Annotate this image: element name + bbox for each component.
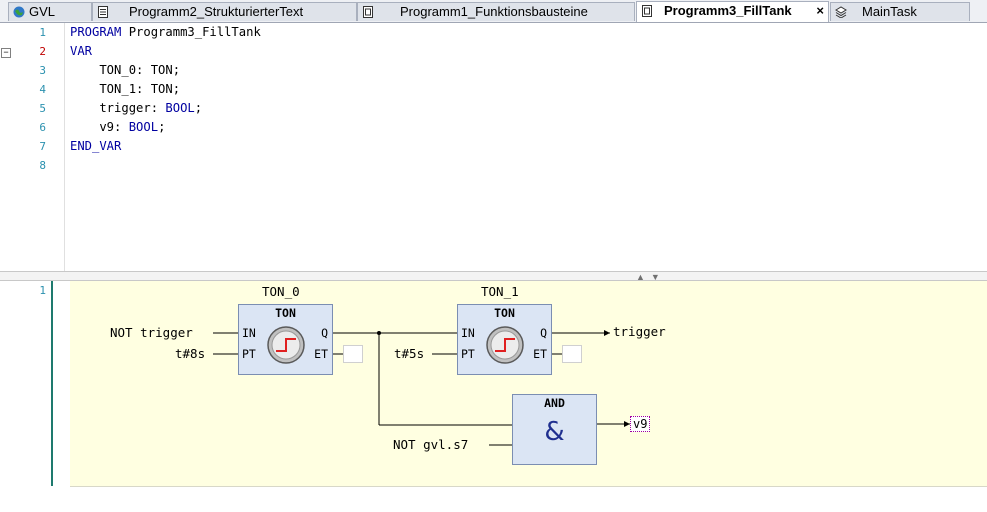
- code-text: TON_0: TON;: [70, 63, 181, 77]
- tab-label: Programm2_StrukturierterText: [129, 4, 304, 19]
- ton0-instance-name[interactable]: TON_0: [262, 284, 300, 299]
- line-number: 3: [39, 64, 46, 77]
- tab-label: Programm1_Funktionsbausteine: [400, 4, 588, 19]
- tab-programm2[interactable]: Programm2_StrukturierterText: [92, 2, 357, 21]
- code-text: TON_1: TON;: [70, 82, 181, 96]
- tab-programm3-filltank[interactable]: Programm3_FillTank ×: [636, 1, 829, 22]
- program-icon: [363, 6, 373, 18]
- globe-icon: [13, 6, 25, 18]
- code-text: Programm3_FillTank: [121, 25, 261, 39]
- keyword: VAR: [70, 44, 93, 58]
- pin-in: IN: [242, 326, 256, 340]
- ton0-in-variable[interactable]: NOT trigger: [110, 325, 193, 340]
- line-number: 6: [39, 121, 46, 134]
- line-number: 7: [39, 140, 46, 153]
- keyword: BOOL: [128, 120, 159, 134]
- code-text: trigger:: [70, 101, 166, 115]
- tab-label: GVL: [29, 4, 56, 19]
- code-text: v9:: [70, 120, 129, 134]
- splitter-arrows-icon[interactable]: ▲▼: [636, 272, 666, 282]
- ton1-q-variable[interactable]: trigger: [613, 324, 666, 339]
- keyword: BOOL: [165, 101, 195, 115]
- pin-in: IN: [461, 326, 475, 340]
- pin-pt: PT: [242, 347, 256, 361]
- program-icon: [642, 5, 652, 17]
- code-line-7[interactable]: END_VAR: [70, 139, 121, 153]
- tab-gvl[interactable]: GVL: [8, 2, 92, 21]
- code-line-6[interactable]: v9: BOOL;: [70, 120, 165, 134]
- declaration-editor[interactable]: − 1 2 3 4 5 6 7 8 PROGRAM Programm3_Fill…: [0, 23, 987, 271]
- line-number: 1: [39, 26, 46, 39]
- ton1-block[interactable]: TON IN PT Q ET: [457, 304, 552, 375]
- ton0-pt-variable[interactable]: t#8s: [175, 346, 206, 361]
- ton0-block[interactable]: TON IN PT Q ET: [238, 304, 333, 375]
- tab-programm1[interactable]: Programm1_Funktionsbausteine: [357, 2, 635, 21]
- keyword: PROGRAM: [70, 25, 122, 39]
- and-output-variable[interactable]: v9: [630, 416, 651, 432]
- fbd-editor[interactable]: 1 TON_0: [0, 281, 987, 512]
- pin-q: Q: [540, 326, 547, 340]
- gutter-divider: [64, 23, 65, 271]
- code-line-1[interactable]: PROGRAM Programm3_FillTank: [70, 25, 261, 39]
- code-line-2[interactable]: VAR: [70, 44, 92, 58]
- line-number: 8: [39, 159, 46, 172]
- code-line-5[interactable]: trigger: BOOL;: [70, 101, 202, 115]
- line-number: 2: [39, 45, 46, 58]
- fold-collapse-icon[interactable]: −: [1, 48, 11, 58]
- code-line-3[interactable]: TON_0: TON;: [70, 63, 180, 77]
- tab-maintask[interactable]: MainTask: [830, 2, 970, 21]
- ton1-et-output-field[interactable]: [562, 345, 582, 363]
- task-icon: [835, 6, 847, 18]
- block-type-label: TON: [275, 306, 296, 320]
- code-text: ;: [158, 120, 166, 134]
- close-icon[interactable]: ×: [816, 3, 824, 18]
- tab-label: Programm3_FillTank: [664, 3, 792, 18]
- timer-clock-icon: [267, 326, 305, 364]
- code-text: ;: [194, 101, 203, 115]
- pane-splitter[interactable]: ▲▼: [0, 271, 987, 282]
- document-icon: [98, 6, 108, 18]
- network-1[interactable]: TON_0 TON IN PT Q ET NOT trigger t#8s TO…: [70, 281, 987, 487]
- ton1-pt-variable[interactable]: t#5s: [394, 346, 425, 361]
- keyword: END_VAR: [70, 139, 122, 153]
- network-number: 1: [39, 284, 46, 297]
- editor-tab-bar: GVL Programm2_StrukturierterText Program…: [0, 0, 987, 23]
- timer-clock-icon: [486, 326, 524, 364]
- wire-layer: [213, 330, 630, 446]
- pin-et: ET: [314, 347, 328, 361]
- network-marker: [51, 281, 53, 486]
- and-input-variable[interactable]: NOT gvl.s7: [393, 437, 469, 452]
- pin-pt: PT: [461, 347, 475, 361]
- code-line-4[interactable]: TON_1: TON;: [70, 82, 180, 96]
- line-number: 5: [39, 102, 46, 115]
- ton0-et-output-field[interactable]: [343, 345, 363, 363]
- line-number: 4: [39, 83, 46, 96]
- and-symbol: &: [544, 417, 565, 447]
- ton1-instance-name[interactable]: TON_1: [481, 284, 519, 299]
- block-type-label: AND: [544, 396, 565, 410]
- block-type-label: TON: [494, 306, 515, 320]
- and-block[interactable]: AND &: [512, 394, 597, 465]
- tab-label: MainTask: [862, 4, 917, 19]
- pin-q: Q: [321, 326, 328, 340]
- pin-et: ET: [533, 347, 547, 361]
